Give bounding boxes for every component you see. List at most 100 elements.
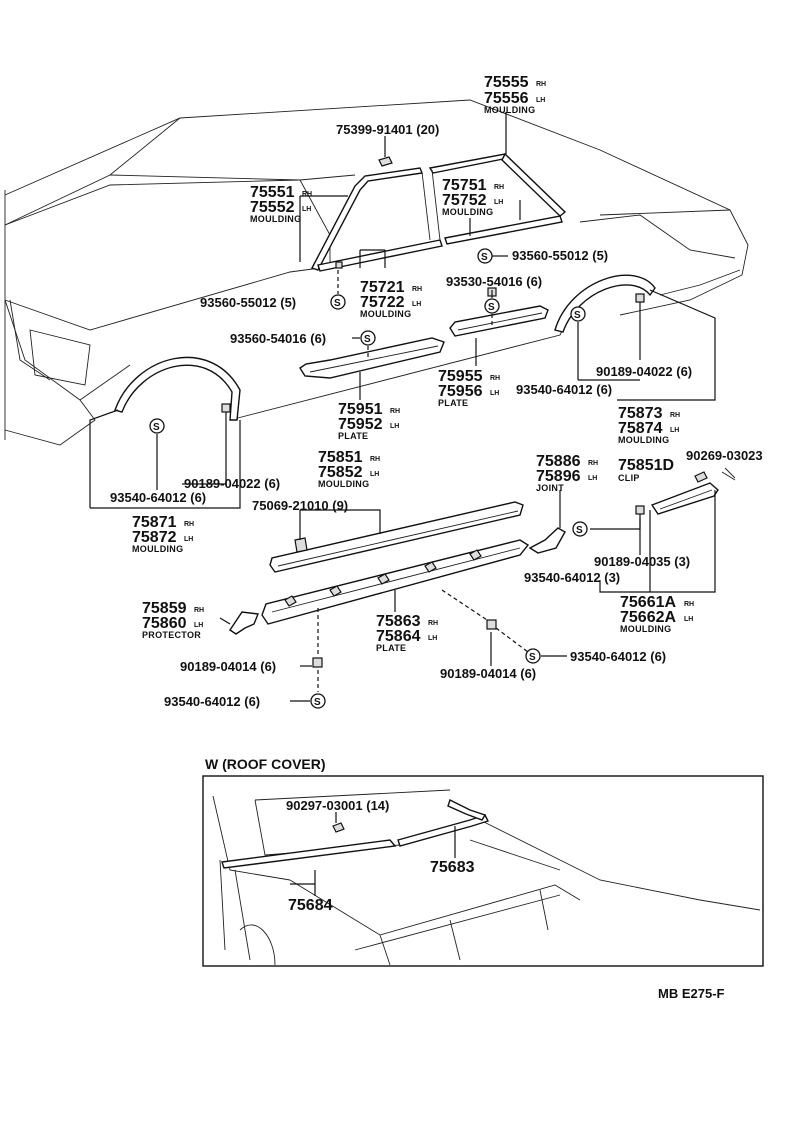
screw-icon xyxy=(570,306,586,322)
nut-icon xyxy=(221,403,231,413)
part-number-75951: 75951 xyxy=(338,401,383,418)
part-desc: MOULDING xyxy=(250,214,301,224)
part-labels: 75555 RH 75556 LH MOULDING 75399-91401 (… xyxy=(110,74,763,709)
side-lh: LH xyxy=(302,206,311,213)
side-rh: RH xyxy=(536,81,546,88)
screw-icon xyxy=(330,294,346,310)
rocker-parts xyxy=(229,467,736,635)
screw-icon xyxy=(360,330,376,346)
side-rh: RH xyxy=(588,460,598,467)
part-number-75683: 75683 xyxy=(430,859,475,876)
part-number-90189-04022: 90189-04022 (6) xyxy=(184,476,280,491)
side-rh: RH xyxy=(390,408,400,415)
part-number-75556: 75556 xyxy=(484,90,529,107)
side-lh: LH xyxy=(428,635,437,642)
part-desc: MOULDING xyxy=(132,544,183,554)
side-rh: RH xyxy=(670,412,680,419)
part-desc: PROTECTOR xyxy=(142,630,201,640)
screw-icon xyxy=(310,693,326,709)
part-number-75864: 75864 xyxy=(376,628,421,645)
part-number-93540-64012: 93540-64012 (6) xyxy=(164,694,260,709)
part-number-90189-04035: 90189-04035 (3) xyxy=(594,554,690,569)
part-desc: PLATE xyxy=(438,398,468,408)
part-number-75399: 75399-91401 (20) xyxy=(336,122,439,137)
part-number-90189-04022: 90189-04022 (6) xyxy=(596,364,692,379)
side-rh: RH xyxy=(428,620,438,627)
side-lh: LH xyxy=(194,622,203,629)
part-desc: MOULDING xyxy=(620,624,671,634)
part-desc: MOULDING xyxy=(360,309,411,319)
side-rh: RH xyxy=(370,456,380,463)
part-number-75851d: 75851D xyxy=(618,457,674,474)
part-number-75852: 75852 xyxy=(318,464,363,481)
plates xyxy=(299,305,549,379)
part-number-93540-64012: 93540-64012 (6) xyxy=(110,490,206,505)
leader-lines xyxy=(89,112,716,702)
part-number-90189-04014: 90189-04014 (6) xyxy=(180,659,276,674)
part-number-75859: 75859 xyxy=(142,600,187,617)
screw-mark: S xyxy=(364,334,371,345)
side-rh: RH xyxy=(184,521,194,528)
car-body-outline xyxy=(4,99,749,446)
roof-cover-inset: W (ROOF COVER) 90297-03001 (14) 75683 75… xyxy=(202,756,764,967)
part-number-75684: 75684 xyxy=(288,897,333,914)
screw-icon xyxy=(484,298,500,314)
part-number-75873: 75873 xyxy=(618,405,663,422)
part-number-75851: 75851 xyxy=(318,449,363,466)
part-desc: MOULDING xyxy=(318,479,369,489)
part-number-90269-03023: 90269-03023 xyxy=(686,448,763,463)
side-lh: LH xyxy=(390,423,399,430)
screw-icon xyxy=(149,418,165,434)
part-number-75955: 75955 xyxy=(438,368,483,385)
part-number-75069-21010: 75069-21010 (9) xyxy=(252,498,348,513)
part-number-75552: 75552 xyxy=(250,199,295,216)
side-lh: LH xyxy=(536,97,545,104)
part-number-75555: 75555 xyxy=(484,74,529,91)
part-desc: MOULDING xyxy=(484,105,535,115)
part-number-90297-03001: 90297-03001 (14) xyxy=(286,798,389,813)
screw-mark: S xyxy=(334,298,341,309)
screw-icon xyxy=(572,521,588,537)
part-number-90189-04014: 90189-04014 (6) xyxy=(440,666,536,681)
part-number-75872: 75872 xyxy=(132,529,177,546)
side-rh: RH xyxy=(194,607,204,614)
part-number-93540-64012: 93540-64012 (6) xyxy=(516,382,612,397)
nut-icon xyxy=(486,619,497,630)
side-lh: LH xyxy=(412,301,421,308)
part-desc: PLATE xyxy=(376,643,406,653)
fender-mouldings xyxy=(114,274,656,421)
part-number-75721: 75721 xyxy=(360,279,405,296)
nut-icon xyxy=(635,293,645,303)
part-number-75896: 75896 xyxy=(536,468,581,485)
part-number-75661a: 75661A xyxy=(620,594,676,611)
side-lh: LH xyxy=(494,199,503,206)
part-number-93560-54016: 93560-54016 (6) xyxy=(230,331,326,346)
part-number-75722: 75722 xyxy=(360,294,405,311)
side-rh: RH xyxy=(412,286,422,293)
side-lh: LH xyxy=(670,427,679,434)
part-number-75956: 75956 xyxy=(438,383,483,400)
part-number-75751: 75751 xyxy=(442,177,487,194)
side-rh: RH xyxy=(494,184,504,191)
side-lh: LH xyxy=(184,536,193,543)
nut-icon xyxy=(335,261,343,269)
part-number-93560-55012: 93560-55012 (5) xyxy=(512,248,608,263)
part-number-93560-55012: 93560-55012 (5) xyxy=(200,295,296,310)
part-desc: MOULDING xyxy=(618,435,669,445)
part-number-93540-64012: 93540-64012 (6) xyxy=(570,649,666,664)
fasteners xyxy=(149,248,645,709)
inset-frame xyxy=(202,775,764,967)
figure-code: MB E275-F xyxy=(658,986,725,1001)
screw-mark: S xyxy=(574,310,581,321)
nut-icon xyxy=(635,505,645,515)
part-number-75662a: 75662A xyxy=(620,609,676,626)
nut-icon xyxy=(312,657,323,668)
part-number-75874: 75874 xyxy=(618,420,663,437)
screw-mark: S xyxy=(153,422,160,433)
screw-mark: S xyxy=(488,302,495,313)
part-desc: JOINT xyxy=(536,483,564,493)
side-lh: LH xyxy=(588,475,597,482)
part-desc: CLIP xyxy=(618,473,640,483)
side-rh: RH xyxy=(302,191,312,198)
